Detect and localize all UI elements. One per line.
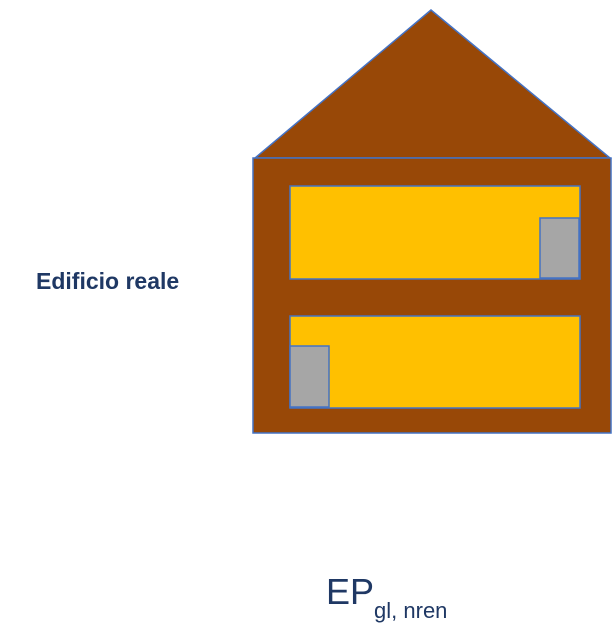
lower-door [289,345,330,408]
formula-main: EP [326,571,375,612]
energy-performance-formula: EPgl, nren [326,571,447,622]
formula-subscript: gl, nren [374,598,448,623]
lower-window [289,315,581,409]
house-roof [252,9,613,159]
upper-window [289,185,581,280]
building-label: Edificio reale [36,268,180,294]
upper-door [539,217,580,279]
